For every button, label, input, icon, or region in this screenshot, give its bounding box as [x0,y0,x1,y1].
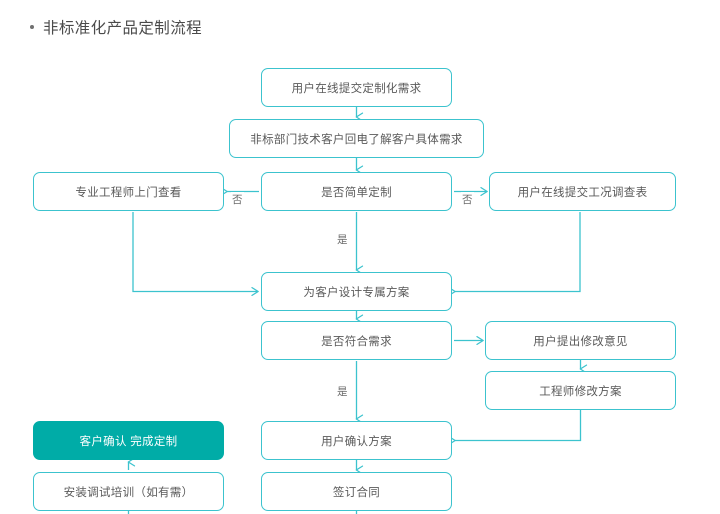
flow-node-callback-detail[interactable]: 非标部门技术客户回电了解客户具体需求 [229,119,484,158]
flow-node-user-confirm-plan[interactable]: 用户确认方案 [261,421,452,460]
edge-survey-to-design [455,212,581,292]
page-title: 非标准化产品定制流程 [30,16,202,38]
flow-node-custom-complete[interactable]: 客户确认 完成定制 [33,421,224,460]
flow-node-engineer-visit[interactable]: 专业工程师上门查看 [33,172,224,211]
edge-visit-to-design [132,212,258,292]
page-title-text: 非标准化产品定制流程 [43,20,203,37]
edge-label-no-right: 否 [461,192,474,207]
edge-revise-to-confirm [455,410,582,441]
flow-node-meets-needs[interactable]: 是否符合需求 [261,321,452,360]
flow-node-submit-survey[interactable]: 用户在线提交工况调查表 [489,172,676,211]
flow-node-user-feedback[interactable]: 用户提出修改意见 [485,321,676,360]
flow-node-install-training[interactable]: 安装调试培训（如有需） [33,472,224,511]
flow-node-sign-contract[interactable]: 签订合同 [261,472,452,511]
flow-node-engineer-revise[interactable]: 工程师修改方案 [485,371,676,410]
edge-label-no-left: 否 [231,192,244,207]
flow-node-submit-request[interactable]: 用户在线提交定制化需求 [261,68,452,107]
flow-node-design-plan[interactable]: 为客户设计专属方案 [261,272,452,311]
edge-label-yes-bottom: 是 [336,384,349,399]
bullet-dot-icon [30,25,34,29]
flow-node-is-simple-custom[interactable]: 是否简单定制 [261,172,452,211]
edge-label-yes-top: 是 [336,232,349,247]
